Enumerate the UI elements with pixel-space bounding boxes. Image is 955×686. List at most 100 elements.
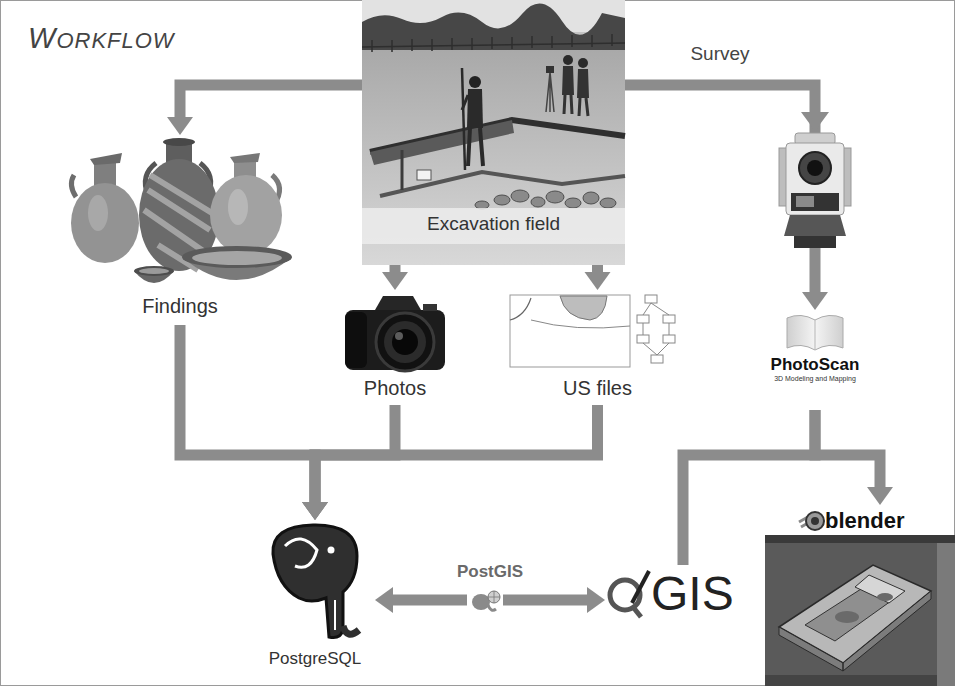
flow-arrow (815, 410, 893, 505)
blender-screenshot (835, 611, 859, 623)
flow-arrow (683, 410, 815, 565)
excavation-photo (591, 35, 593, 47)
excavation-photo (362, 50, 625, 265)
excavation-photo (583, 192, 599, 204)
total-station (801, 112, 829, 131)
total-station (779, 112, 851, 248)
flow-arrow (302, 405, 395, 520)
blender-screenshot (937, 543, 955, 686)
arrow-head (867, 487, 893, 505)
arrow-line (815, 410, 880, 489)
camera-icon (395, 332, 403, 340)
blender-node: blender (765, 505, 955, 686)
pottery-findings (192, 251, 282, 265)
arrow-line (315, 405, 395, 504)
arrow-line (625, 85, 815, 294)
stratigraphic-sheet (510, 295, 630, 367)
excavation-photo (372, 34, 612, 52)
camera-icon (423, 304, 437, 311)
stratigraphic-sheet (637, 295, 675, 363)
pottery-findings (166, 141, 192, 167)
node-label: PostgreSQL (269, 649, 362, 669)
qgis-logo (610, 571, 649, 617)
qgis-logo (610, 580, 640, 610)
arrow-head (375, 587, 393, 613)
excavation-photo (494, 195, 510, 205)
pottery-findings (139, 268, 169, 274)
pottery-findings (71, 183, 139, 263)
excavation-photo (371, 40, 373, 52)
stratigraphic-sheet (651, 355, 663, 363)
postgis-icon (488, 591, 500, 603)
diagram-title: WORKFLOW (28, 22, 175, 55)
total-station (784, 215, 846, 236)
pottery-findings (210, 175, 282, 255)
blender-screenshot (877, 593, 893, 601)
postgis-icon (472, 594, 490, 610)
blender-screenshot (811, 517, 819, 525)
pottery-findings (94, 159, 116, 189)
stratigraphic-sheet (531, 320, 630, 328)
excavation-photo (565, 198, 581, 208)
excavation-photo (563, 55, 573, 65)
camera-icon (375, 296, 421, 310)
total-station (807, 160, 823, 176)
blender-screenshot (855, 575, 905, 603)
excavation-photo (362, 43, 625, 47)
pottery-findings (90, 153, 122, 165)
postgresql-elephant (273, 525, 359, 638)
camera-icon (384, 321, 426, 363)
excavation-photo (491, 37, 493, 49)
excavation-photo (551, 36, 553, 48)
excavation-photo (469, 76, 481, 88)
pottery-findings (234, 157, 256, 185)
excavation-photo (431, 39, 433, 51)
blender-screenshot (779, 565, 931, 663)
arrow-line (391, 595, 589, 606)
findings-node: Findings (60, 135, 300, 325)
node-label: GIS (651, 566, 734, 621)
camera-icon (392, 329, 418, 355)
pottery-findings (134, 271, 174, 283)
qgis-logo (633, 607, 641, 617)
photoscan-logo (787, 315, 843, 350)
pottery-findings (182, 257, 292, 280)
excavation-photo (571, 35, 573, 47)
photoscan-logo (815, 320, 816, 350)
total-station (779, 148, 789, 206)
flow-arrow (180, 325, 328, 520)
camera-icon (345, 310, 445, 370)
pottery-findings (182, 246, 292, 268)
excavation-photo (362, 4, 625, 54)
excavation-photo (511, 190, 529, 202)
arrow-head (167, 117, 193, 135)
arrow-head (382, 272, 408, 290)
arrow-line (683, 410, 815, 565)
excavation-photo (401, 150, 404, 190)
pottery-findings (163, 138, 195, 146)
blender-screenshot (765, 535, 955, 543)
blender-screenshot (806, 512, 824, 530)
text-area: US files (505, 377, 690, 400)
arrow-head (802, 292, 828, 310)
pottery-findings (71, 175, 76, 197)
us-files-node: US files (505, 290, 690, 405)
postgresql-elephant (285, 539, 317, 567)
excavation-photo (546, 191, 564, 203)
node-label: Photos (364, 377, 426, 400)
gis-node: GIS (605, 565, 755, 625)
excavation-photo (362, 0, 625, 265)
pottery-findings (134, 266, 174, 276)
pottery-findings (228, 189, 248, 225)
excavation-photo (475, 201, 489, 209)
node-label: Findings (142, 295, 218, 318)
excavation-photo (600, 198, 616, 208)
camera-icon (345, 312, 367, 368)
excavation-photo (462, 95, 468, 110)
excavation-photo (380, 172, 625, 196)
excavation-photo (362, 208, 625, 244)
arrow-head (302, 502, 328, 520)
